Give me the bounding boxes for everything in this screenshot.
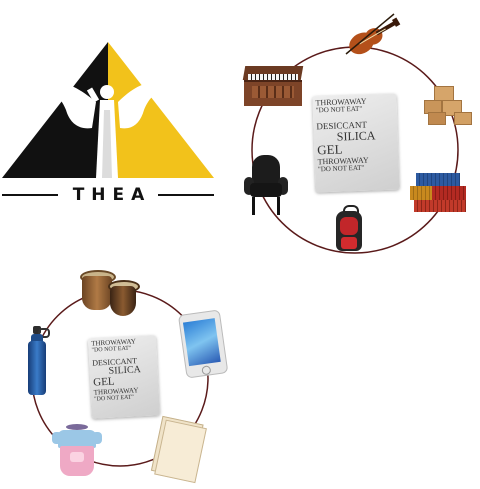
logo-triangle-icon (2, 42, 214, 178)
armchair-icon (244, 155, 288, 217)
violin-icon (345, 13, 401, 55)
logo-rule-left (2, 194, 58, 196)
brand-name: THEA (72, 185, 152, 205)
harmonium-icon (242, 66, 304, 106)
water-bottle-icon (26, 326, 50, 396)
silica-packet-bottom: THROWAWAY "DO NOT EAT" DESICCANT SILICA … (87, 335, 161, 419)
smartphone-icon (177, 309, 229, 379)
logo-rule-right (158, 194, 214, 196)
backpack-icon (334, 205, 364, 253)
silica-packet-top: THROWAWAY "DO NOT EAT" DESICCANT SILICA … (312, 93, 400, 193)
packet-line-2: "DO NOT EAT" (315, 104, 363, 115)
thea-logo: THEA (0, 40, 215, 220)
tabla-icon (80, 270, 140, 318)
boxes-icon (424, 86, 472, 125)
packet-line-7: "DO NOT EAT" (317, 163, 365, 174)
containers-icon (410, 173, 468, 213)
baby-clothes-icon (52, 424, 102, 480)
